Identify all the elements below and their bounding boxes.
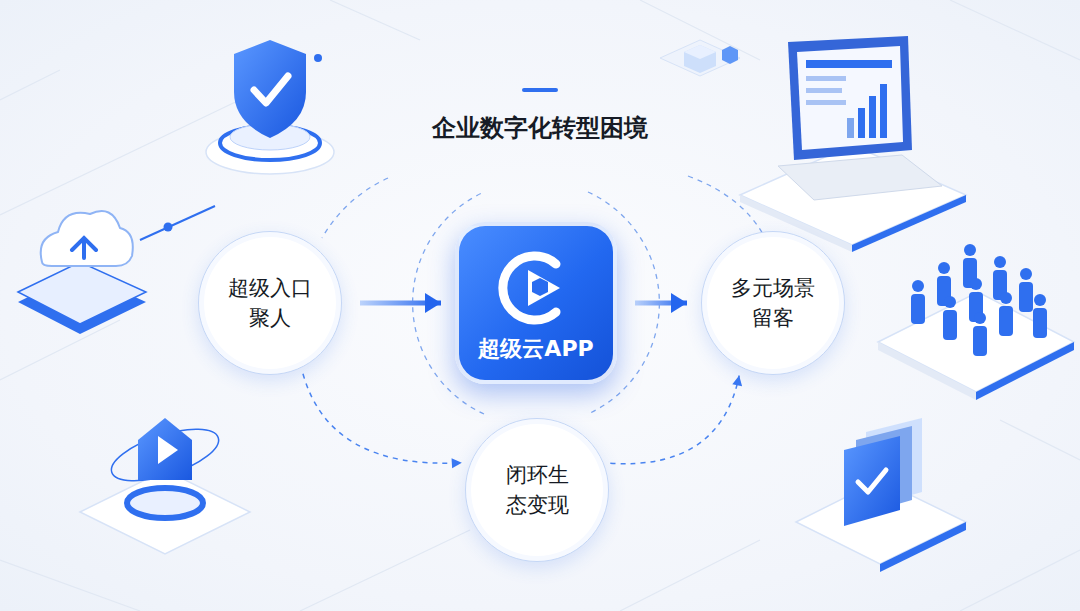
people-icon	[1033, 308, 1047, 338]
play-icon	[138, 418, 192, 480]
cloud-icon	[140, 206, 215, 240]
shield-icon	[314, 54, 322, 62]
play-icon	[106, 419, 225, 492]
people-icon	[1034, 294, 1046, 306]
background-grid	[330, 0, 420, 40]
laptop-icon	[806, 76, 846, 81]
flow-arrow	[635, 293, 687, 313]
cube-icon	[660, 40, 740, 76]
laptop-icon	[806, 60, 892, 68]
people-icon	[999, 306, 1013, 336]
cube-icon	[684, 45, 716, 73]
stage-label: 多元场景 留客	[723, 273, 823, 334]
dashed-flow-arrow	[610, 376, 742, 464]
people-icon	[1019, 282, 1033, 312]
people-icon	[970, 278, 982, 290]
title-accent	[522, 88, 558, 92]
stage-circle: 超级入口 聚人	[198, 231, 342, 375]
shield-icon	[206, 40, 334, 174]
background-grid	[960, 550, 1080, 611]
background-grid	[300, 530, 470, 611]
cloud-icon	[72, 238, 96, 258]
arrow-head	[732, 376, 742, 387]
people-icon	[938, 262, 950, 274]
people-icon	[994, 256, 1006, 268]
shield-icon	[254, 76, 288, 103]
app-tile: 超级云APP	[455, 222, 617, 384]
dashed-flow-arrow	[303, 374, 462, 468]
people-icon	[976, 342, 1074, 400]
folder-icon	[858, 470, 886, 492]
laptop-icon	[806, 88, 842, 93]
connector-line	[610, 376, 739, 464]
people-icon	[911, 244, 1047, 356]
people-icon	[878, 342, 976, 400]
background-grid	[640, 0, 760, 60]
folder-icon	[796, 418, 966, 572]
stage-circle: 闭环生 态变现	[465, 418, 609, 562]
cloud-icon	[18, 206, 215, 334]
laptop-icon	[788, 36, 912, 160]
cloud-icon	[164, 223, 173, 232]
laptop-icon	[806, 100, 846, 105]
laptop-icon	[740, 145, 966, 245]
cloud-icon	[18, 262, 146, 324]
folder-icon	[844, 436, 900, 526]
arrow-head	[425, 293, 441, 313]
people-icon	[911, 294, 925, 324]
play-icon	[127, 488, 203, 518]
diagram-title: 企业数字化转型困境	[0, 112, 1080, 144]
stage-label: 超级入口 聚人	[220, 273, 320, 334]
background-grid	[0, 70, 60, 100]
laptop-icon	[852, 195, 966, 252]
people-icon	[974, 312, 986, 324]
app-logo	[532, 278, 548, 296]
app-logo	[528, 270, 560, 306]
background-grid	[1000, 420, 1080, 460]
flow-arrow	[360, 293, 441, 313]
people-icon	[1020, 268, 1032, 280]
title-accent	[522, 88, 558, 92]
people-icon	[944, 296, 956, 308]
laptop-icon	[847, 118, 854, 138]
people-icon	[964, 244, 976, 256]
laptop-icon	[797, 46, 903, 150]
play-icon	[80, 470, 250, 554]
stage-circle: 多元场景 留客	[701, 231, 845, 375]
people-icon	[912, 280, 924, 292]
laptop-icon	[869, 96, 876, 138]
background-grid	[0, 560, 140, 611]
app-name: 超级云APP	[478, 334, 593, 364]
laptop-icon	[778, 155, 942, 200]
play-icon	[158, 436, 178, 464]
laptop-icon	[740, 36, 966, 252]
shield-icon	[234, 40, 306, 138]
background-grid	[0, 320, 120, 380]
background-grid	[950, 0, 1080, 60]
people-icon	[973, 326, 987, 356]
play-icon	[80, 418, 250, 554]
cloud-icon	[41, 211, 133, 266]
people-icon	[878, 244, 1074, 400]
dashed-orbit	[322, 178, 388, 238]
arrow-head	[671, 293, 687, 313]
app-logo	[494, 246, 578, 330]
background-grid	[620, 540, 760, 611]
stage-label: 闭环生 态变现	[487, 460, 587, 521]
connector-line	[303, 374, 462, 463]
cube-icon	[660, 40, 740, 76]
arrow-head	[452, 458, 462, 468]
people-icon	[878, 292, 1074, 392]
cube-icon	[722, 46, 738, 64]
dashed-orbit	[322, 176, 764, 414]
cube-icon	[684, 45, 716, 59]
people-icon	[1000, 292, 1012, 304]
folder-icon	[880, 522, 966, 572]
laptop-icon	[858, 108, 865, 138]
people-icon	[943, 310, 957, 340]
laptop-icon	[880, 84, 887, 138]
